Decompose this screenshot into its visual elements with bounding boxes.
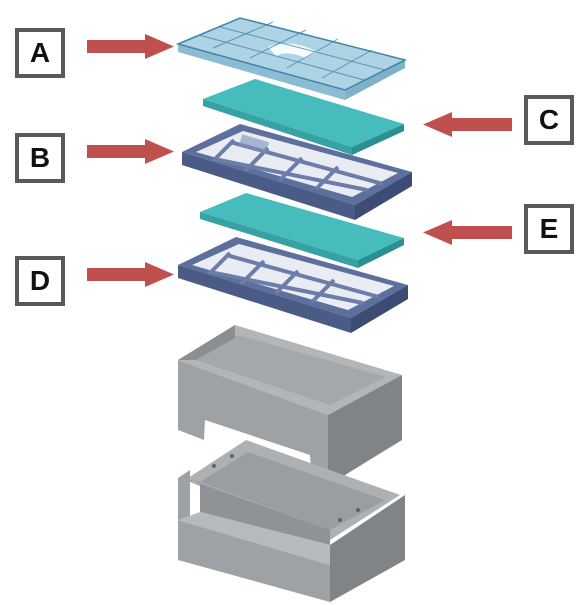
label-d: D [15,256,65,306]
arrow-to-b [87,139,174,164]
arrow-to-e [423,220,512,245]
label-e: E [524,204,574,254]
upper-housing [178,325,402,487]
part-e-filter-pad [200,193,404,268]
part-d-tray [178,237,408,333]
part-a-grid-lid [175,17,408,100]
lower-base [178,440,405,602]
arrow-to-a [87,34,174,59]
part-b-tray [182,124,412,220]
arrow-to-d [87,262,174,287]
part-c-filter-pad [203,79,404,155]
label-a: A [15,28,65,78]
label-b: B [15,133,65,183]
label-c: C [524,95,574,145]
arrow-to-c [423,112,512,137]
